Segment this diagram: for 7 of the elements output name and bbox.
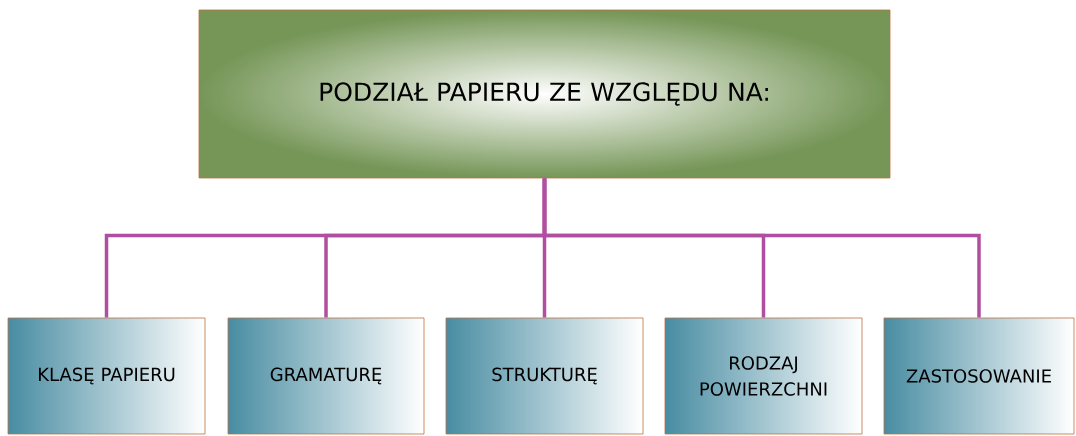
category-box: GRAMATURĘ <box>227 317 425 435</box>
category-box: RODZAJ POWIERZCHNI <box>664 317 863 435</box>
category-box: STRUKTURĘ <box>445 317 644 435</box>
category-box: KLASĘ PAPIERU <box>7 317 206 435</box>
connector <box>542 178 981 318</box>
category-box: ZASTOSOWANIE <box>883 317 1075 435</box>
title-box: PODZIAŁ PAPIERU ZE WZGLĘDU NA: <box>198 9 891 179</box>
